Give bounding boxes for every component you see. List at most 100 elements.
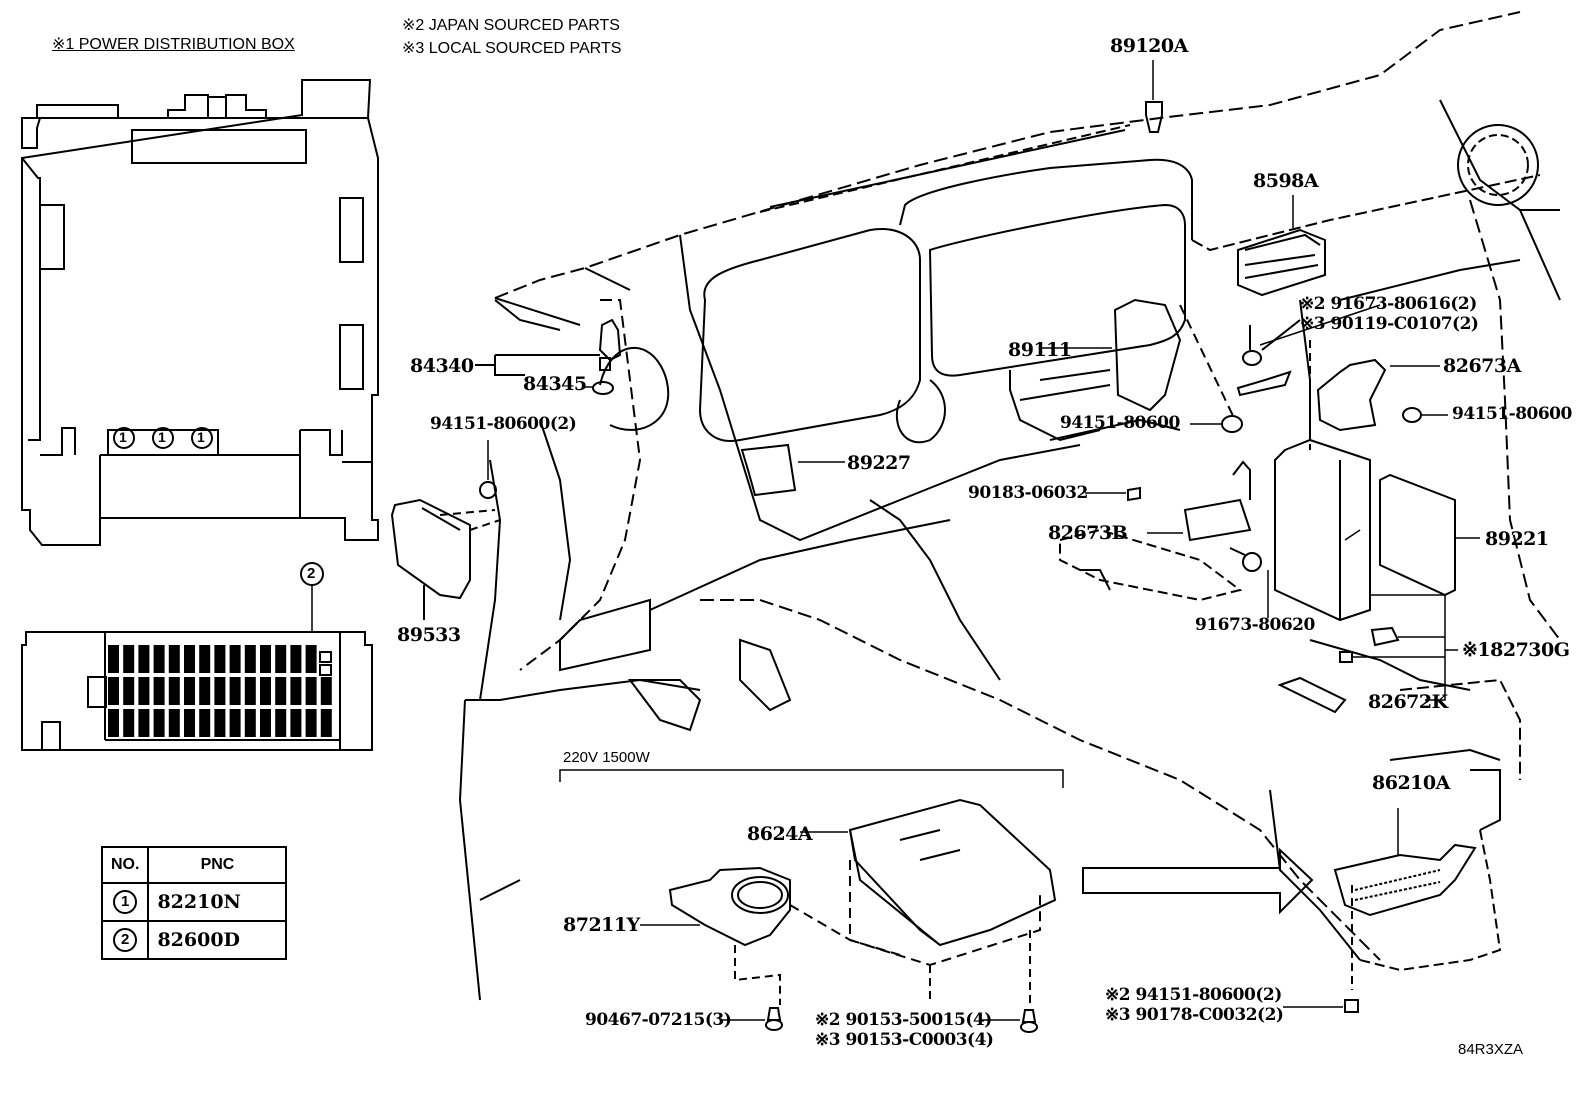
note-local-sourced-parts: ※3 LOCAL SOURCED PARTS: [402, 40, 622, 57]
fuse-slot: [305, 709, 317, 737]
part-8598A-module: [1237, 195, 1326, 297]
fuse-grid: [108, 645, 332, 737]
callout-90183-06032[interactable]: 90183-06032: [968, 483, 1088, 503]
fuse-slot: [214, 677, 226, 705]
callout-82673A[interactable]: 82673A: [1443, 355, 1521, 377]
part-89221-module: [1274, 438, 1480, 714]
fuse-slot: [244, 677, 256, 705]
callout-89221[interactable]: 89221: [1485, 528, 1549, 550]
fuse-slot: [138, 645, 150, 673]
leader-lines: [1259, 304, 1381, 541]
part-82673A-bracket: [1309, 340, 1448, 450]
fuse-slot: [244, 645, 256, 673]
fuse-slot: [123, 709, 135, 737]
fuse-marker-label: 1: [119, 429, 127, 445]
callout-87211Y[interactable]: 87211Y: [563, 914, 640, 936]
callout-82672K[interactable]: 82672K: [1368, 691, 1448, 713]
fuse-marker-label: 2: [307, 565, 316, 582]
callout-91673-80620[interactable]: 91673-80620: [1195, 615, 1315, 635]
pnc-table-header: NO. PNC: [100, 846, 288, 884]
fuse-slot: [168, 645, 180, 673]
fuse-slot: [290, 709, 302, 737]
fuse-slot: [138, 709, 150, 737]
inverter-rating-label: 220V 1500W: [563, 749, 650, 766]
callout-89120A[interactable]: 89120A: [1110, 35, 1188, 57]
fuse-slot: [108, 709, 119, 737]
callout-94151-80600-2[interactable]: 94151-80600(2): [430, 414, 577, 434]
table-row[interactable]: 1 82210N: [100, 882, 288, 922]
pnc-header-pnc: PNC: [147, 846, 288, 884]
fuse-slot: [108, 677, 119, 705]
direction-arrow: [1082, 847, 1314, 915]
callout-90153-C0003[interactable]: ※3 90153-C0003(4): [815, 1030, 994, 1050]
callout-94151-80600[interactable]: 94151-80600: [1060, 413, 1180, 433]
callout-90153-50015[interactable]: ※2 90153-50015(4): [815, 1010, 992, 1030]
callout-84345[interactable]: 84345: [523, 373, 587, 395]
fuse-slot: [320, 709, 332, 737]
note-japan-sourced-parts: ※2 JAPAN SOURCED PARTS: [402, 17, 620, 34]
fuse-marker-1: [113, 427, 135, 449]
fuse-slot: [199, 677, 211, 705]
fuse-slot: [305, 645, 317, 673]
part-bolt-90153: [980, 1009, 1038, 1033]
part-89120A-clip: [1145, 60, 1163, 133]
fuse-slot: [290, 677, 302, 705]
callout-84340[interactable]: 84340: [410, 355, 474, 377]
illustration-code: 84R3XZA: [1458, 1041, 1524, 1058]
part-89227-bracket: [740, 443, 845, 497]
fuse-slot: [123, 645, 135, 673]
pnc-row-value[interactable]: 82210N: [147, 882, 288, 922]
fuse-slot: [168, 677, 180, 705]
callout-91673-80616[interactable]: ※2 91673-80616(2): [1300, 294, 1477, 314]
callout-90467-07215[interactable]: 90467-07215(3): [585, 1010, 732, 1030]
pnc-row-no: 2: [113, 928, 138, 952]
callout-89533[interactable]: 89533: [397, 624, 461, 646]
callout-8598A[interactable]: 8598A: [1253, 170, 1319, 192]
fuse-slot: [214, 709, 226, 737]
part-8624A-inverter: [800, 798, 1057, 1005]
fuse-slot: [229, 677, 241, 705]
fuse-marker-label: 1: [158, 429, 166, 445]
fuse-marker-label: 1: [197, 429, 205, 445]
fuse-slot: [153, 645, 165, 673]
fuse-slot: [153, 709, 165, 737]
fuse-marker-1: [191, 427, 213, 449]
callout-89111[interactable]: 89111: [1008, 339, 1072, 361]
fuse-slot: [290, 645, 302, 673]
part-82673B-bracket: [1085, 460, 1269, 618]
callout-82673B[interactable]: 82673B: [1048, 522, 1128, 544]
fuse-slot: [108, 645, 119, 673]
fuse-slot: [153, 677, 165, 705]
fuse-slot: [229, 709, 241, 737]
callout-8624A[interactable]: 8624A: [747, 823, 813, 845]
callout-90178-C0032[interactable]: ※3 90178-C0032(2): [1105, 1005, 1284, 1025]
fuse-marker-1-group: [113, 427, 213, 449]
part-87211Y-bracket: [640, 866, 901, 1005]
fuse-slot: [305, 677, 317, 705]
power-distribution-box-top-view: [21, 79, 379, 546]
fuse-slot: [199, 645, 211, 673]
pnc-row-value[interactable]: 82600D: [147, 920, 288, 960]
callout-182730G[interactable]: ※182730G: [1462, 639, 1570, 661]
part-84340-switch: [475, 318, 622, 395]
part-screw-91673-80616: [1236, 319, 1301, 397]
callout-90119-C0107[interactable]: ※3 90119-C0107(2): [1300, 314, 1479, 334]
part-89533-module: [390, 440, 501, 620]
fuse-slot: [260, 645, 271, 673]
callout-86210A[interactable]: 86210A: [1372, 772, 1450, 794]
pnc-table: NO. PNC 1 82210N 2 82600D: [100, 846, 288, 960]
table-row[interactable]: 2 82600D: [100, 920, 288, 960]
callout-89227[interactable]: 89227: [847, 452, 911, 474]
callout-94151-80600[interactable]: 94151-80600: [1452, 404, 1572, 424]
fuse-slot: [260, 677, 271, 705]
fuse-slot: [184, 645, 195, 673]
fuse-slot: [275, 677, 287, 705]
fuse-slot: [229, 645, 241, 673]
callout-94151-80600-2-bottom[interactable]: ※2 94151-80600(2): [1105, 985, 1282, 1005]
inverter-bracket-line: [559, 769, 1064, 788]
pnc-header-no: NO.: [100, 846, 150, 884]
fuse-slot: [275, 645, 287, 673]
pnc-row-no: 1: [113, 890, 138, 914]
part-89111-module: [1040, 298, 1243, 433]
